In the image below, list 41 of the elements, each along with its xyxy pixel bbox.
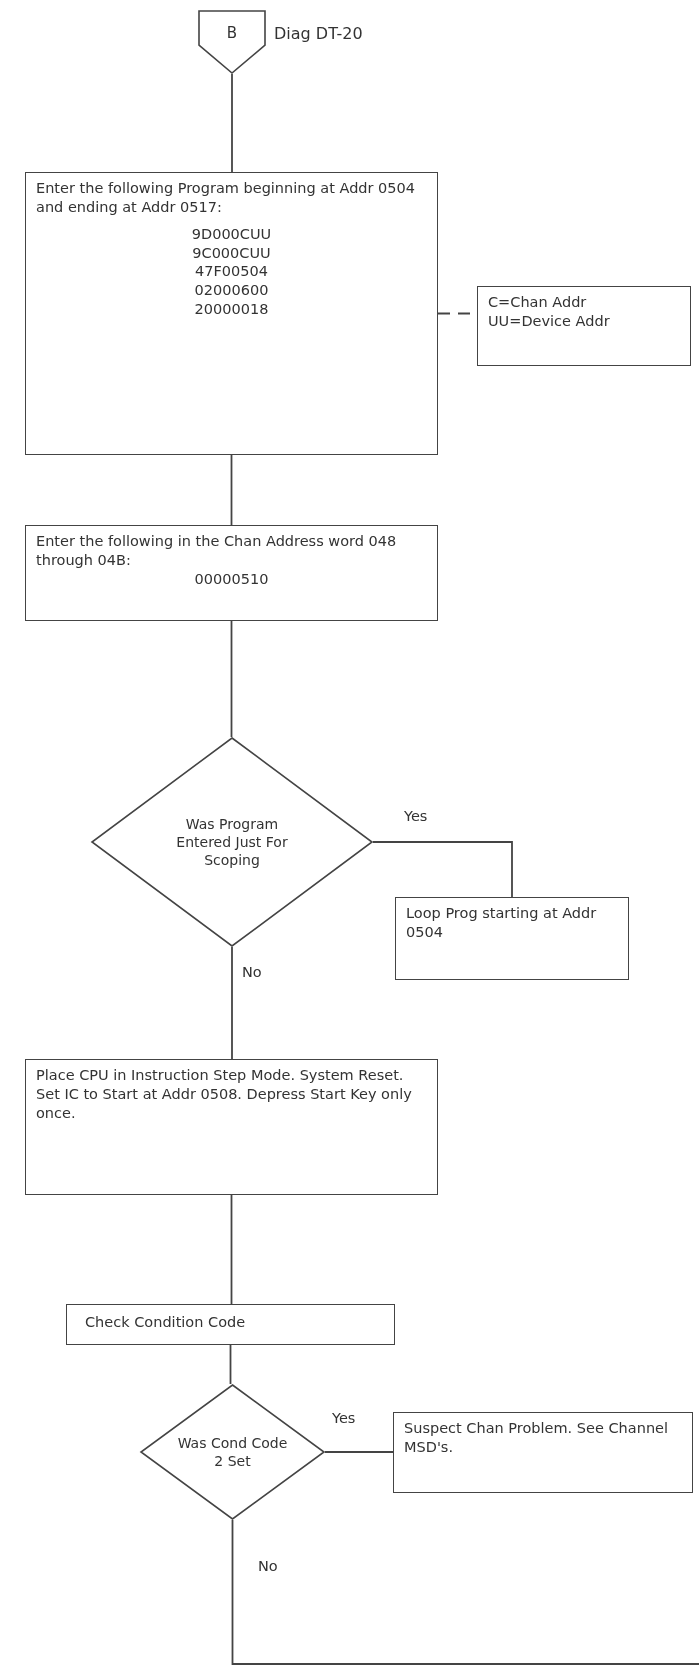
decision-text: Was Program Entered Just For Scoping (175, 814, 289, 870)
box-text: 47F00504 (194, 262, 269, 282)
box-text: 20000018 (193, 300, 270, 319)
box-text: Enter the following in the Chan Address word 048 through 04B: (36, 532, 398, 570)
box-text: Place CPU in Instruction Step Mode. System Reset. Set IC to Start at Addr 0508. Depress Start Key only once. (36, 1066, 413, 1123)
process-box (66, 1304, 395, 1345)
flow-line (231, 946, 233, 1060)
decision-text: Was Cond Code 2 Set (177, 1434, 288, 1471)
box-text: UU=Device Addr (488, 311, 611, 331)
flow-line (229, 1344, 232, 1385)
process-box (393, 1412, 693, 1493)
connector-letter: B (225, 24, 239, 44)
flow-line (230, 620, 233, 738)
edge-label: No (256, 1558, 280, 1574)
box-text: C=Chan Addr (488, 293, 588, 312)
box-text: 00000510 (193, 569, 270, 589)
offpage-connector (198, 10, 266, 74)
flow-line (372, 841, 513, 898)
box-text: 9D000CUU (190, 224, 273, 244)
edge-label: Yes (402, 808, 430, 824)
box-text: Enter the following Program beginning at Addr 0504 and ending at Addr 0517: (36, 179, 416, 217)
decision-diamond (91, 737, 373, 947)
box-text: Suspect Chan Problem. See Channel MSD's. (404, 1419, 670, 1457)
process-box (25, 172, 438, 455)
decision-diamond (140, 1384, 325, 1520)
flow-line (230, 1194, 233, 1305)
connector-caption: Diag DT-20 (272, 24, 365, 43)
flow-line (230, 454, 233, 526)
process-box (395, 897, 629, 980)
box-text: Loop Prog starting at Addr 0504 (406, 904, 598, 942)
box-text: 9C000CUU (191, 243, 272, 263)
flow-line (231, 1519, 699, 1665)
flow-line (324, 1451, 394, 1453)
box-text: Check Condition Code (85, 1313, 247, 1332)
process-box (25, 525, 438, 621)
process-box (477, 286, 691, 366)
edge-label: No (240, 964, 264, 980)
process-box (25, 1059, 438, 1195)
box-text: 02000600 (193, 281, 270, 301)
edge-label: Yes (330, 1410, 358, 1426)
flow-line (231, 73, 233, 173)
